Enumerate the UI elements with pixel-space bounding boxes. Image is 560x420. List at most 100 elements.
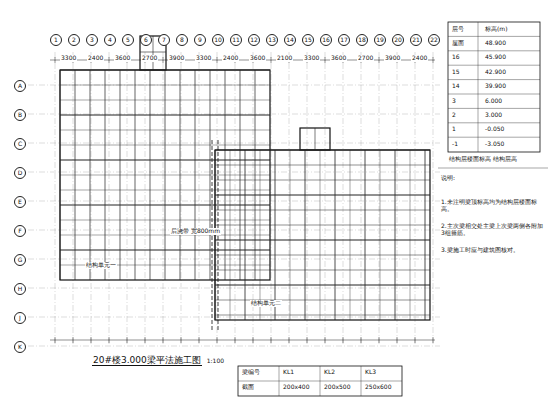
drawing-title: 20#楼3.000梁平法施工图 <box>92 355 202 366</box>
axis-letter: A <box>14 80 26 92</box>
axis-letter: K <box>14 341 26 353</box>
beam-line <box>307 52 308 345</box>
beam-line <box>60 220 270 221</box>
table-cell: 42.900 <box>484 69 507 76</box>
table-cell: 层号 <box>451 26 465 33</box>
dimension: 3900 <box>384 55 401 62</box>
beam-line <box>55 57 56 63</box>
axis-number: 19 <box>374 34 386 46</box>
beam-line <box>320 366 321 396</box>
beam-line <box>60 175 270 176</box>
beam-line <box>343 52 344 345</box>
beam-line <box>271 57 272 63</box>
table-cell: 45.900 <box>484 54 507 61</box>
beam-line <box>448 108 540 109</box>
beam-line <box>379 337 380 343</box>
beam-line <box>73 52 74 345</box>
beam-line <box>212 140 213 330</box>
table-cell: KL2 <box>323 369 336 376</box>
axis-number: 3 <box>86 34 98 46</box>
axis-number: 7 <box>158 34 170 46</box>
beam-line <box>230 150 231 320</box>
beam-line <box>60 160 270 161</box>
axis-letter: B <box>14 109 26 121</box>
beam-line <box>433 52 434 345</box>
table-cell: KL1 <box>282 369 295 376</box>
table-cell: 14 <box>451 83 461 90</box>
beam-line <box>217 337 218 343</box>
beam-line <box>335 150 336 320</box>
beam-line <box>60 130 270 131</box>
beam-line <box>245 150 246 320</box>
axis-letter: F <box>14 225 26 237</box>
beam-line <box>215 240 430 241</box>
dimension: 2400 <box>411 55 428 62</box>
beam-line <box>448 122 540 123</box>
beam-line <box>28 346 440 347</box>
beam-line <box>438 168 548 169</box>
table-cell: 2 <box>451 112 457 119</box>
dimension: 2400 <box>222 55 239 62</box>
table-cell: 1 <box>451 126 457 133</box>
outline <box>215 150 430 320</box>
table-cell: 6.000 <box>484 98 503 105</box>
beam-line <box>73 337 74 343</box>
beam-line <box>163 52 164 345</box>
table-cell: -0.050 <box>484 126 505 133</box>
beam-line <box>215 270 430 271</box>
table-cell: KL3 <box>364 369 377 376</box>
axis-letter: E <box>14 196 26 208</box>
dimension: 3600 <box>330 55 347 62</box>
beam-line <box>397 52 398 345</box>
beam-line <box>153 36 154 70</box>
axis-letter: D <box>14 167 26 179</box>
outline <box>238 366 402 396</box>
beam-line <box>127 52 128 345</box>
beam-line <box>448 137 540 138</box>
outline <box>448 22 540 152</box>
table-caption: 结构层楼面标高 结构层高 <box>448 156 518 163</box>
note-label: 后浇带 宽800mm <box>170 228 221 235</box>
dimension: 2400 <box>87 55 104 62</box>
region-label: 结构单元二 <box>250 300 282 307</box>
axis-letter: C <box>14 138 26 150</box>
axis-number: 11 <box>230 34 242 46</box>
beam-line <box>289 337 290 343</box>
dimension: 2100 <box>276 55 293 62</box>
beam-line <box>199 52 200 345</box>
axis-number: 10 <box>212 34 224 46</box>
scale: 1:100 <box>206 358 225 365</box>
beam-line <box>60 250 270 251</box>
beam-line <box>350 150 351 320</box>
beam-line <box>215 180 430 181</box>
beam-line <box>60 70 270 71</box>
axis-number: 2 <box>68 34 80 46</box>
table-cell: 屋面 <box>451 40 465 47</box>
beam-line <box>361 366 362 396</box>
beam-line <box>425 150 426 320</box>
beam-line <box>448 65 540 66</box>
beam-line <box>275 150 276 320</box>
beam-line <box>279 366 280 396</box>
beam-line <box>28 288 440 289</box>
beam-line <box>478 22 479 152</box>
table-cell: 48.900 <box>484 40 507 47</box>
dimension: 3600 <box>249 55 266 62</box>
table-cell: -1 <box>451 141 459 148</box>
beam-line <box>215 225 430 226</box>
beam-line <box>91 337 92 343</box>
beam-line <box>50 340 435 341</box>
beam-line <box>290 150 291 320</box>
beam-line <box>109 337 110 343</box>
beam-line <box>127 337 128 343</box>
note-text: 说明: <box>440 175 546 182</box>
dimension: 2700 <box>357 55 374 62</box>
beam-line <box>361 52 362 345</box>
beam-line <box>215 285 430 286</box>
axis-number: 14 <box>284 34 296 46</box>
beam-line <box>163 337 164 343</box>
beam-line <box>55 337 56 343</box>
beam-line <box>361 337 362 343</box>
table-cell: 200x500 <box>323 384 351 391</box>
